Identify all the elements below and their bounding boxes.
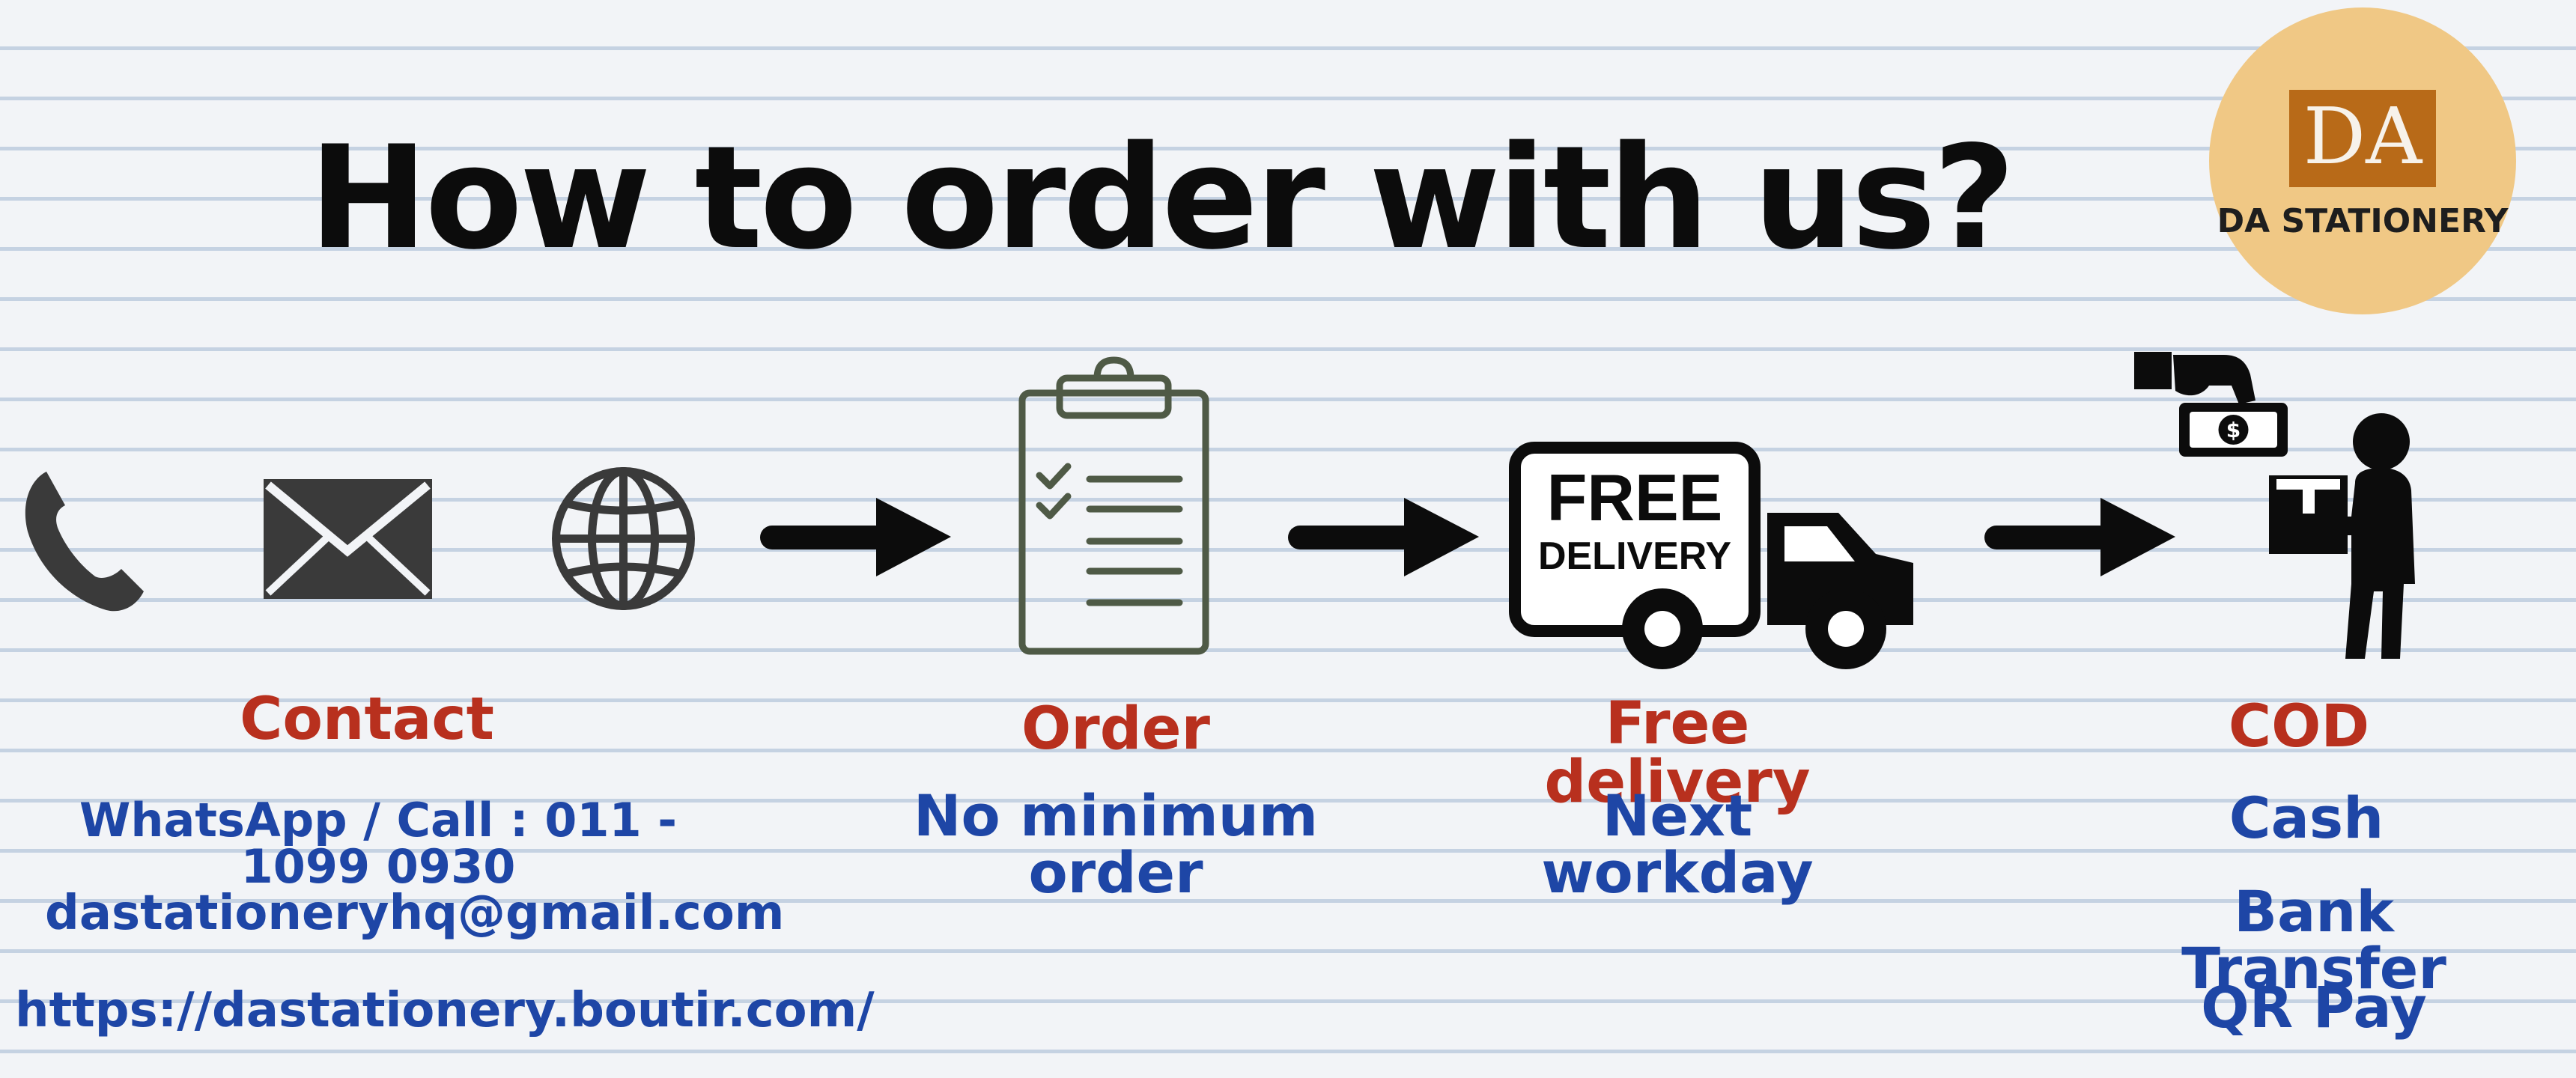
contact-heading: Contact xyxy=(240,686,494,753)
arrow-right-icon xyxy=(1984,498,2175,576)
clipboard-checklist-icon xyxy=(1018,356,1209,655)
contact-phone: WhatsApp / Call : 011 - 1099 0930 xyxy=(79,793,677,894)
currency-symbol: $ xyxy=(2226,418,2241,442)
contact-website: https://dastationery.boutir.com/ xyxy=(15,983,875,1038)
order-heading: Order xyxy=(1021,695,1210,763)
arrow-right-icon xyxy=(760,498,951,576)
payment-cash: Cash xyxy=(2229,785,2384,851)
payment-bank-transfer: Bank Transfer xyxy=(2181,878,2446,1002)
globe-icon xyxy=(552,467,695,610)
envelope-icon xyxy=(264,479,432,599)
payment-qr-pay: QR Pay xyxy=(2201,974,2427,1041)
arrow-right-icon xyxy=(1288,498,1479,576)
delivery-detail: Next workday xyxy=(1541,782,1814,906)
payment-heading: COD xyxy=(2228,693,2370,761)
truck-badge-free: FREE xyxy=(1547,460,1723,535)
phone-icon xyxy=(25,472,144,612)
truck-badge-delivery: DELIVERY xyxy=(1538,535,1731,578)
delivery-heading: Free delivery xyxy=(1544,690,1811,816)
cash-on-delivery-icon: $ xyxy=(2134,352,2415,659)
order-detail: No minimum order xyxy=(913,782,1319,906)
logo-name: DA STATIONERY xyxy=(2217,202,2509,240)
logo-monogram: DA xyxy=(2303,91,2422,182)
page-title: How to order with us? xyxy=(309,115,2015,281)
delivery-truck-icon: FREE DELIVERY xyxy=(1509,442,1913,669)
contact-email: dastationeryhq@gmail.com xyxy=(45,886,785,941)
logo-monogram-box xyxy=(2289,90,2436,187)
